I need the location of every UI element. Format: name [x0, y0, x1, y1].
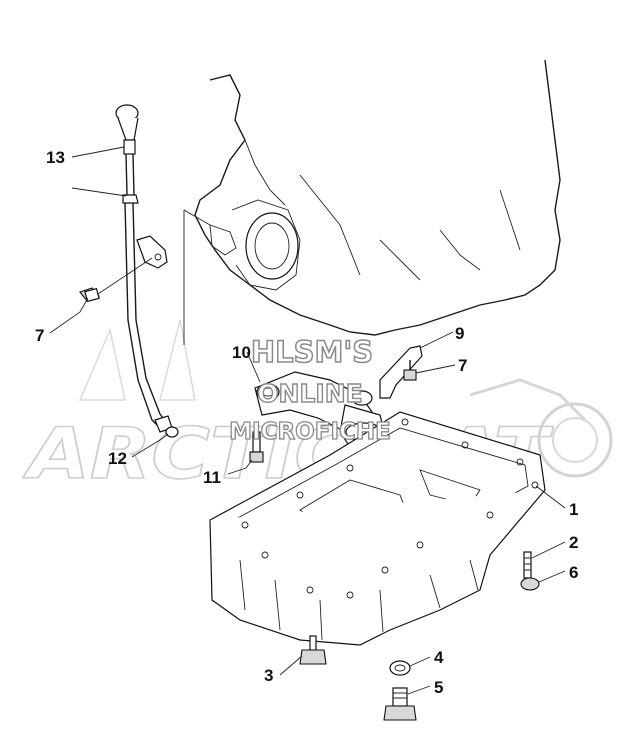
o-ring-9 — [256, 383, 280, 401]
hlsm-watermark-text: HLSM'S ONLINE MICROFICHE — [228, 334, 391, 445]
o-ring-11 — [165, 426, 179, 438]
washer-4 — [389, 660, 411, 676]
callout-8: 9 — [455, 324, 464, 343]
callout-2: 2 — [569, 533, 578, 552]
engine-bore — [245, 212, 299, 280]
bolt-3 — [299, 635, 327, 665]
watermark-wheel-icon — [537, 402, 613, 478]
callout-6: 6 — [569, 563, 578, 582]
drain-plug-5 — [383, 687, 417, 721]
callout-4: 4 — [434, 648, 444, 667]
engine-boss — [209, 224, 237, 256]
dipstick-tube-bracket — [136, 235, 168, 269]
callout-12: 13 — [46, 148, 65, 167]
callout-5: 5 — [434, 678, 443, 697]
callout-9: 10 — [232, 343, 251, 362]
watermark-line-2: ONLINE — [257, 379, 362, 408]
dipstick-grommet — [123, 139, 136, 155]
callout-3: 3 — [264, 666, 273, 685]
callout-7-left: 7 — [35, 326, 44, 345]
bolt-7-right — [403, 360, 417, 381]
watermark-line-3: MICROFICHE — [229, 419, 391, 445]
watermark-spire-icon — [78, 327, 126, 401]
callout-7-right: 7 — [458, 356, 467, 375]
bolt-10 — [249, 431, 264, 463]
stud-2 — [523, 551, 532, 579]
callout-1: 1 — [569, 500, 578, 519]
bolt-7-left — [79, 287, 100, 303]
engine-block-outline — [183, 59, 561, 345]
callout-11: 12 — [108, 449, 127, 468]
watermark-line-1: HLSM'S — [251, 335, 373, 369]
callout-10: 11 — [203, 468, 221, 487]
dipstick-assembly — [94, 104, 179, 438]
oil-pan — [209, 411, 546, 646]
callout-numbers: 13 7 12 10 11 9 7 1 2 6 3 4 5 — [35, 148, 578, 697]
leader-lines — [49, 146, 566, 695]
nut-6 — [520, 577, 540, 591]
